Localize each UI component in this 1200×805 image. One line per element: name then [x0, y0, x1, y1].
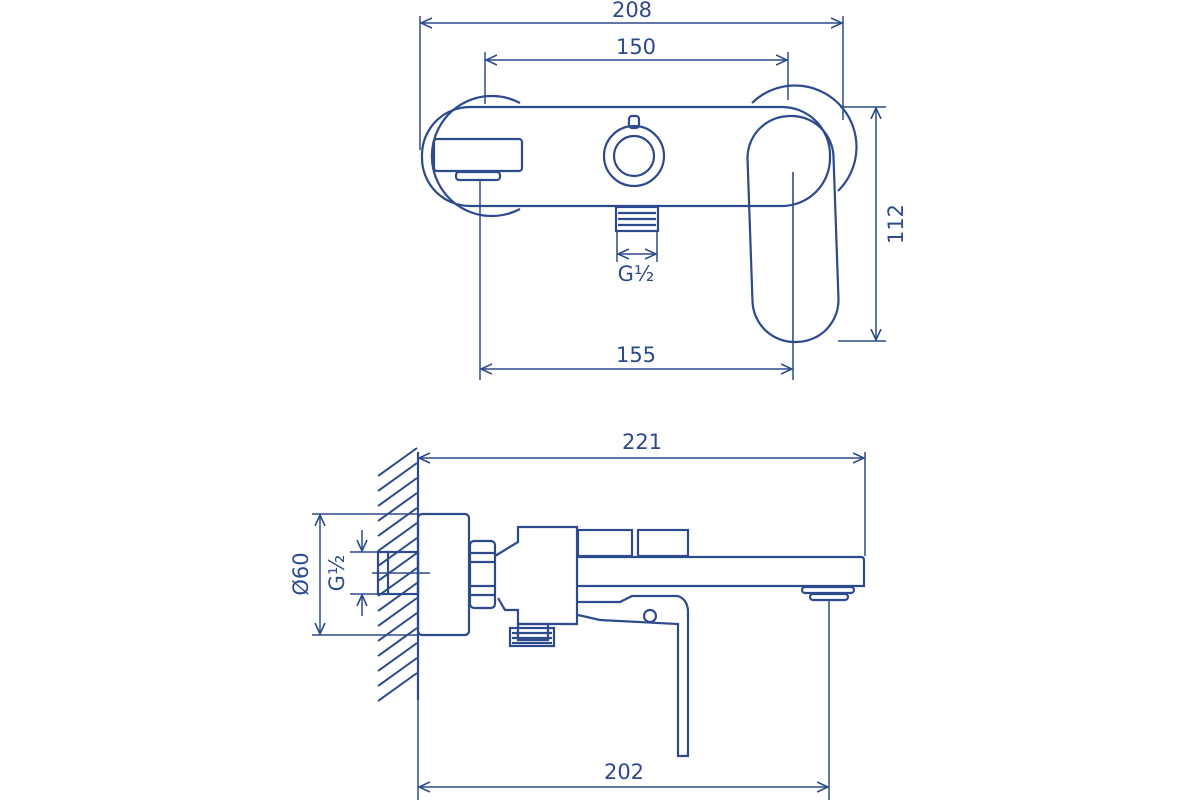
- wall-hatch-line: [377, 582, 418, 612]
- mixer-body-side: [494, 525, 579, 626]
- spout-aerator: [800, 585, 856, 595]
- wall-hatch-line: [377, 612, 418, 642]
- wall-hatching: [377, 447, 418, 702]
- wall-hatch-line: [377, 477, 418, 507]
- wall-hatch-line: [377, 567, 418, 597]
- wall-hatch-line: [377, 642, 418, 672]
- side-view: [312, 447, 866, 800]
- dim-155-label: 155: [616, 343, 656, 367]
- dim-221-label: 221: [622, 430, 662, 454]
- top-view-labels: 208 150 155 112 G½: [612, 0, 908, 367]
- lever-handle: [746, 114, 840, 344]
- dim-208-label: 208: [612, 0, 652, 22]
- dim-150-label: 150: [616, 35, 656, 59]
- right-escutcheon: [751, 84, 858, 192]
- lever-pivot: [642, 608, 658, 624]
- dim-60-label: Ø60: [289, 552, 313, 595]
- wall-hatch-line: [377, 492, 418, 522]
- wall-hatch-line: [377, 507, 418, 537]
- spout-aerator-ring: [808, 592, 850, 602]
- thread-side-label: G½: [325, 555, 349, 592]
- dim-112-label: 112: [884, 204, 908, 244]
- wall-hatch-line: [377, 597, 418, 627]
- dim-202-label: 202: [604, 760, 644, 784]
- wall-hatch-line: [377, 447, 418, 477]
- diverter-knob: [612, 134, 656, 178]
- inlet-thread: [614, 205, 660, 233]
- diverter-ring: [602, 124, 666, 188]
- wall-hatch-line: [377, 657, 418, 687]
- cartridge-cap: [576, 528, 634, 558]
- connection-nut: [468, 539, 497, 610]
- left-escutcheon: [430, 94, 521, 218]
- lever-cap: [636, 528, 690, 558]
- spout-side: [577, 555, 866, 588]
- wall-hatch-line: [377, 462, 418, 492]
- wall-hatch-line: [377, 672, 418, 702]
- wall-hatch-line: [377, 552, 418, 582]
- thread-top-label: G½: [618, 262, 655, 286]
- top-view: [419, 16, 886, 380]
- side-view-labels: 221 202 Ø60 G½: [289, 430, 662, 784]
- diverter-tab: [627, 114, 641, 130]
- wall-hatch-line: [377, 522, 418, 552]
- wall-flange: [416, 512, 471, 637]
- lever-arm-side: [577, 594, 690, 758]
- aerator: [454, 170, 502, 182]
- spout-outlet: [432, 137, 524, 173]
- wall-hatch-line: [377, 627, 418, 657]
- side-inlet-thread: [508, 626, 556, 648]
